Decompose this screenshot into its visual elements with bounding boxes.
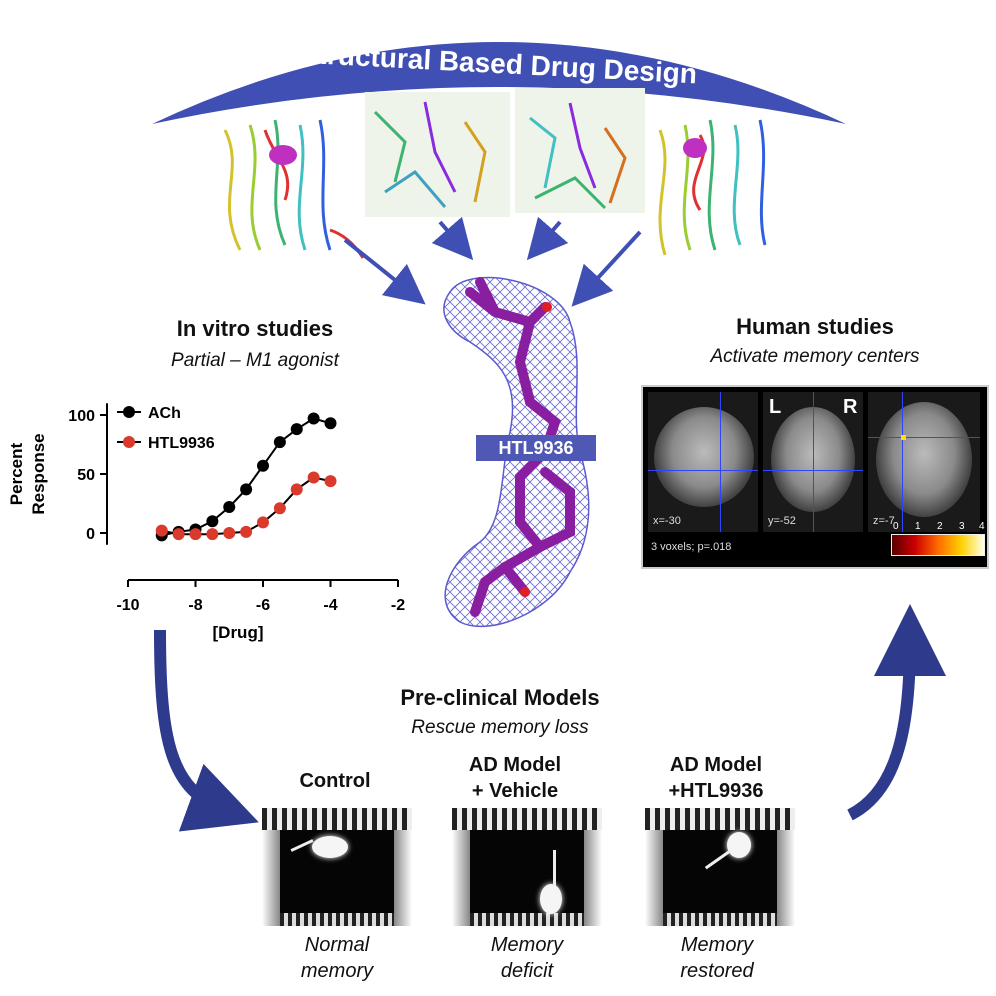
binding-site-2 [515,88,645,213]
brain-mri-panel: L R x=-30 y=-52 z=-7 3 voxels; p=.018 0 … [641,385,989,569]
caption-line: restored [680,960,754,982]
in-vitro-subtitle: Partial – M1 agonist [171,350,339,371]
legend-marker [123,436,135,448]
x-tick-label: -4 [323,597,337,614]
x-axis-label: [Drug] [213,623,264,642]
data-point-HTL9936 [290,483,303,496]
human-subtitle: Activate memory centers [710,346,920,367]
caption-line: Memory [680,934,754,956]
data-point-HTL9936 [307,471,320,484]
data-point-HTL9936 [240,525,253,538]
caption-htl9936: Memory restored [642,932,792,984]
coord-x: x=-30 [653,515,681,527]
left-marker: L [769,396,782,418]
group-title-line: Control [299,770,371,792]
group-title-line: +HTL9936 [668,780,764,802]
maze-control [262,808,412,926]
group-vehicle-title: AD Model + Vehicle [440,752,590,804]
legend-label: HTL9936 [148,435,215,452]
axial-view [868,392,980,532]
legend-marker [123,406,135,418]
caption-line: memory [300,960,374,982]
data-point-HTL9936 [223,527,236,539]
scale-tick: 0 [893,521,899,532]
mouse [540,884,562,914]
preclinical-title: Pre-clinical Models [400,685,600,710]
data-point-HTL9936 [155,524,168,537]
caption-control: Normal memory [262,932,412,984]
data-point-ACh [324,417,337,430]
binding-site-1 [365,92,510,217]
x-tick-label: -2 [391,597,405,614]
data-point-HTL9936 [206,528,219,541]
voxel-stats: 3 voxels; p=.018 [651,541,732,553]
scale-tick: 2 [937,521,943,532]
caption-vehicle: Memory deficit [452,932,602,984]
human-title: Human studies [736,314,894,339]
preclinical-subtitle: Rescue memory loss [411,717,589,738]
group-htl-title: AD Model +HTL9936 [636,752,796,804]
group-title-line: + Vehicle [471,780,559,802]
scale-tick: 3 [959,521,965,532]
sagittal-view [648,392,758,532]
group-control-title: Control [260,768,410,794]
receptor-structure-right [658,119,767,256]
data-point-ACh [307,412,320,425]
mouse-tail [553,850,556,886]
in-vitro-title: In vitro studies [176,316,334,341]
group-title-line: AD Model [468,754,562,776]
caption-line: Memory [490,934,564,956]
coord-y: y=-52 [768,515,796,527]
scale-tick: 1 [915,521,921,532]
x-tick-label: -10 [116,597,139,614]
data-point-HTL9936 [324,475,337,488]
maze-vehicle [452,808,602,926]
y-tick-label: 100 [68,408,95,425]
data-point-HTL9936 [257,516,269,529]
x-tick-label: -8 [188,597,202,614]
data-point-HTL9936 [189,528,202,541]
caption-line: deficit [500,960,554,982]
data-point-ACh [273,436,286,449]
coronal-view: L R [763,392,863,532]
x-tick-label: -6 [256,597,270,614]
mouse [312,836,348,858]
banner-arc [152,42,846,124]
group-title-line: AD Model [669,754,763,776]
data-point-HTL9936 [273,502,286,515]
legend-label: ACh [148,405,181,422]
receptor-structure-left [223,119,365,259]
compound-label: HTL9936 [476,435,596,461]
y-tick-label: 0 [86,526,95,543]
coord-z: z=-7 [873,515,895,527]
data-point-ACh [223,501,236,514]
caption-line: Normal [304,934,370,956]
maze-htl9936 [645,808,795,926]
data-point-ACh [290,423,303,436]
right-marker: R [843,396,858,418]
data-point-ACh [257,459,269,472]
scale-tick: 4 [979,521,985,532]
data-point-ACh [240,483,253,496]
data-point-ACh [206,515,219,528]
data-point-HTL9936 [172,528,185,541]
intensity-colorbar [891,534,985,556]
mouse [727,832,751,858]
y-tick-label: 50 [77,467,95,484]
